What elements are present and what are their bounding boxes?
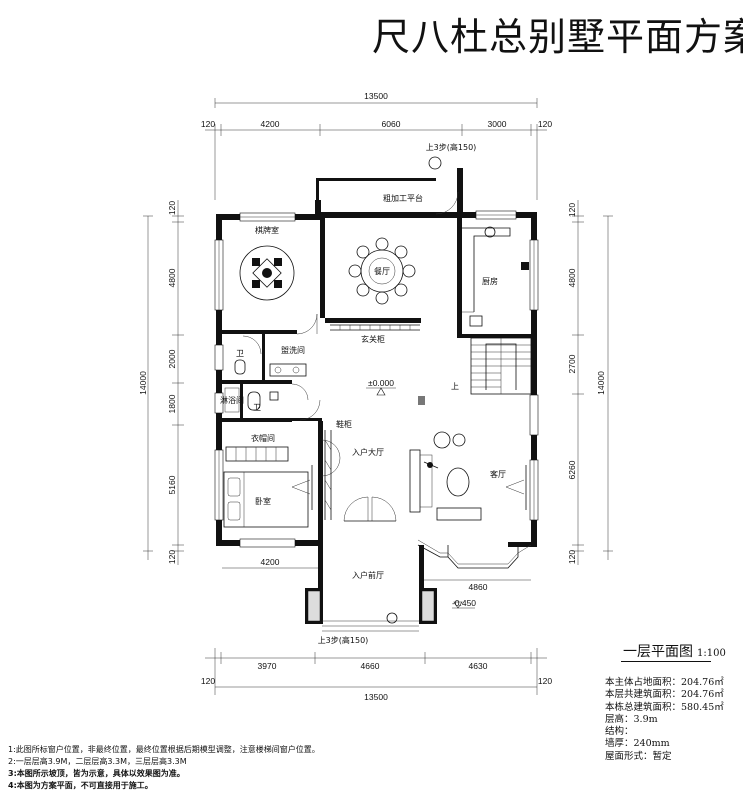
room-label-shower: 淋浴间 — [220, 395, 244, 405]
bed-icon — [223, 471, 309, 528]
top-seg-3-dim: 3000 — [488, 119, 507, 129]
doors — [242, 191, 459, 522]
label-entry-cabinet: 玄关柜 — [361, 334, 385, 344]
info-line: 层高：3.9m — [605, 713, 658, 725]
info-line: 结构： — [605, 726, 634, 738]
top-seg-2-dim: 6060 — [382, 119, 401, 129]
bathroom-fixtures — [224, 359, 307, 413]
left-seg-4-dim: 5160 — [167, 475, 177, 494]
right-seg-2-dim: 2700 — [567, 354, 577, 373]
room-label-kitchen: 厨房 — [482, 276, 498, 286]
note-line: 3:本图所示坡顶，皆为示意，具体以效果图为准。 — [8, 769, 185, 778]
design-notes: 1:此图所标窗户位置，非最终位置，最终位置根据后期模型调整，注意楼梯间窗户位置。… — [8, 744, 320, 792]
bottom-edge-left-dim: 120 — [201, 676, 215, 686]
sofa-set-icon — [409, 431, 482, 521]
note-line: 2:一层层高3.9M，二层层高3.3M，三层层高3.3M — [8, 757, 187, 766]
room-label-balcony: 粗加工平台 — [383, 193, 423, 203]
level-markers — [366, 387, 475, 609]
room-label-living: 客厅 — [490, 469, 506, 479]
area-info-block: 本主体占地面积：204.76㎡ 本层共建筑面积：204.76㎡ 本栋总建筑面积：… — [605, 677, 724, 763]
info-line: 本层共建筑面积：204.76㎡ — [605, 689, 724, 701]
room-label-bedroom: 卧室 — [255, 496, 271, 506]
floor-plan-name: 一层平面图 — [623, 644, 693, 660]
right-seg-3-dim: 6260 — [567, 460, 577, 479]
bottom-seg-1-dim: 3970 — [258, 661, 277, 671]
info-line: 本主体占地面积：204.76㎡ — [605, 677, 724, 688]
drawing-title: 尺八杜总别墅平面方案 — [372, 15, 743, 59]
note-line: 4:本图为方案平面，不可直接用于施工。 — [8, 781, 153, 790]
floor-plan-title: 一层平面图 1:100 — [623, 641, 726, 661]
top-dimension-lines — [205, 98, 547, 200]
right-dimension-lines — [572, 200, 613, 565]
bottom-dimension-lines — [205, 567, 547, 695]
right-edge-bottom-dim: 120 — [567, 550, 577, 564]
chess-table-icon — [239, 245, 295, 301]
bottom-total-dim: 13500 — [364, 692, 388, 702]
left-total-dim: 14000 — [138, 371, 148, 395]
staircase — [470, 337, 532, 395]
right-total-dim: 14000 — [596, 371, 606, 395]
bottom-seg-3-dim: 4630 — [469, 661, 488, 671]
bedroom-width-dim: 4200 — [261, 557, 280, 567]
left-seg-3-dim: 1800 — [167, 394, 177, 413]
top-edge-left-dim: 120 — [201, 119, 215, 129]
right-edge-top-dim: 120 — [567, 203, 577, 217]
tv-marker — [291, 465, 527, 510]
top-seg-1-dim: 4200 — [261, 119, 280, 129]
title-underline — [621, 661, 711, 662]
left-seg-2-dim: 2000 — [167, 349, 177, 368]
label-shoe-cabinet: 鞋柜 — [336, 419, 352, 429]
room-label-wc1: 卫 — [236, 349, 244, 358]
info-line: 墙厚：240mm — [605, 738, 670, 750]
note-line: 1:此图所标窗户位置，非最终位置，最终位置根据后期模型调整，注意楼梯间窗户位置。 — [8, 745, 320, 754]
label-stair-up: 上 — [451, 382, 459, 391]
windows — [214, 210, 539, 548]
left-seg-1-dim: 4800 — [167, 268, 177, 287]
top-total-dim: 13500 — [364, 91, 388, 101]
kitchen-counter-icon — [462, 226, 529, 327]
room-label-dining: 餐厅 — [374, 267, 390, 276]
floor-plan-scale: 1:100 — [697, 648, 726, 659]
wardrobe-icon — [225, 446, 289, 462]
room-label-wardrobe: 衣帽间 — [251, 433, 275, 443]
info-line: 本栋总建筑面积：580.45㎡ — [605, 701, 724, 713]
left-dimension-lines — [143, 200, 184, 565]
bay-width-dim: 4860 — [469, 582, 488, 592]
room-label-laundry: 盥洗间 — [281, 345, 305, 355]
level-zero: ±0.000 — [368, 378, 394, 388]
steps-bottom-label: 上3步(高150) — [318, 635, 369, 645]
room-label-hall: 入户大厅 — [352, 447, 384, 457]
plant-icons — [386, 156, 442, 624]
right-seg-1-dim: 4800 — [567, 268, 577, 287]
steps-top-label: 上3步(高150) — [426, 142, 477, 152]
room-label-porch: 入户前厅 — [352, 570, 384, 580]
room-label-wc2: 卫 — [253, 403, 261, 412]
dining-table-icon — [348, 237, 416, 305]
entry-cabinet-strip — [330, 324, 420, 331]
info-line: 屋面形式：暂定 — [605, 750, 672, 762]
left-edge-top-dim: 120 — [167, 201, 177, 215]
bottom-edge-right-dim: 120 — [538, 676, 552, 686]
left-edge-bottom-dim: 120 — [167, 550, 177, 564]
bottom-seg-2-dim: 4660 — [361, 661, 380, 671]
shoe-cabinet-strip — [324, 430, 332, 520]
top-edge-right-dim: 120 — [538, 119, 552, 129]
level-porch: -0.450 — [452, 598, 476, 608]
room-label-chess: 棋牌室 — [255, 225, 279, 235]
